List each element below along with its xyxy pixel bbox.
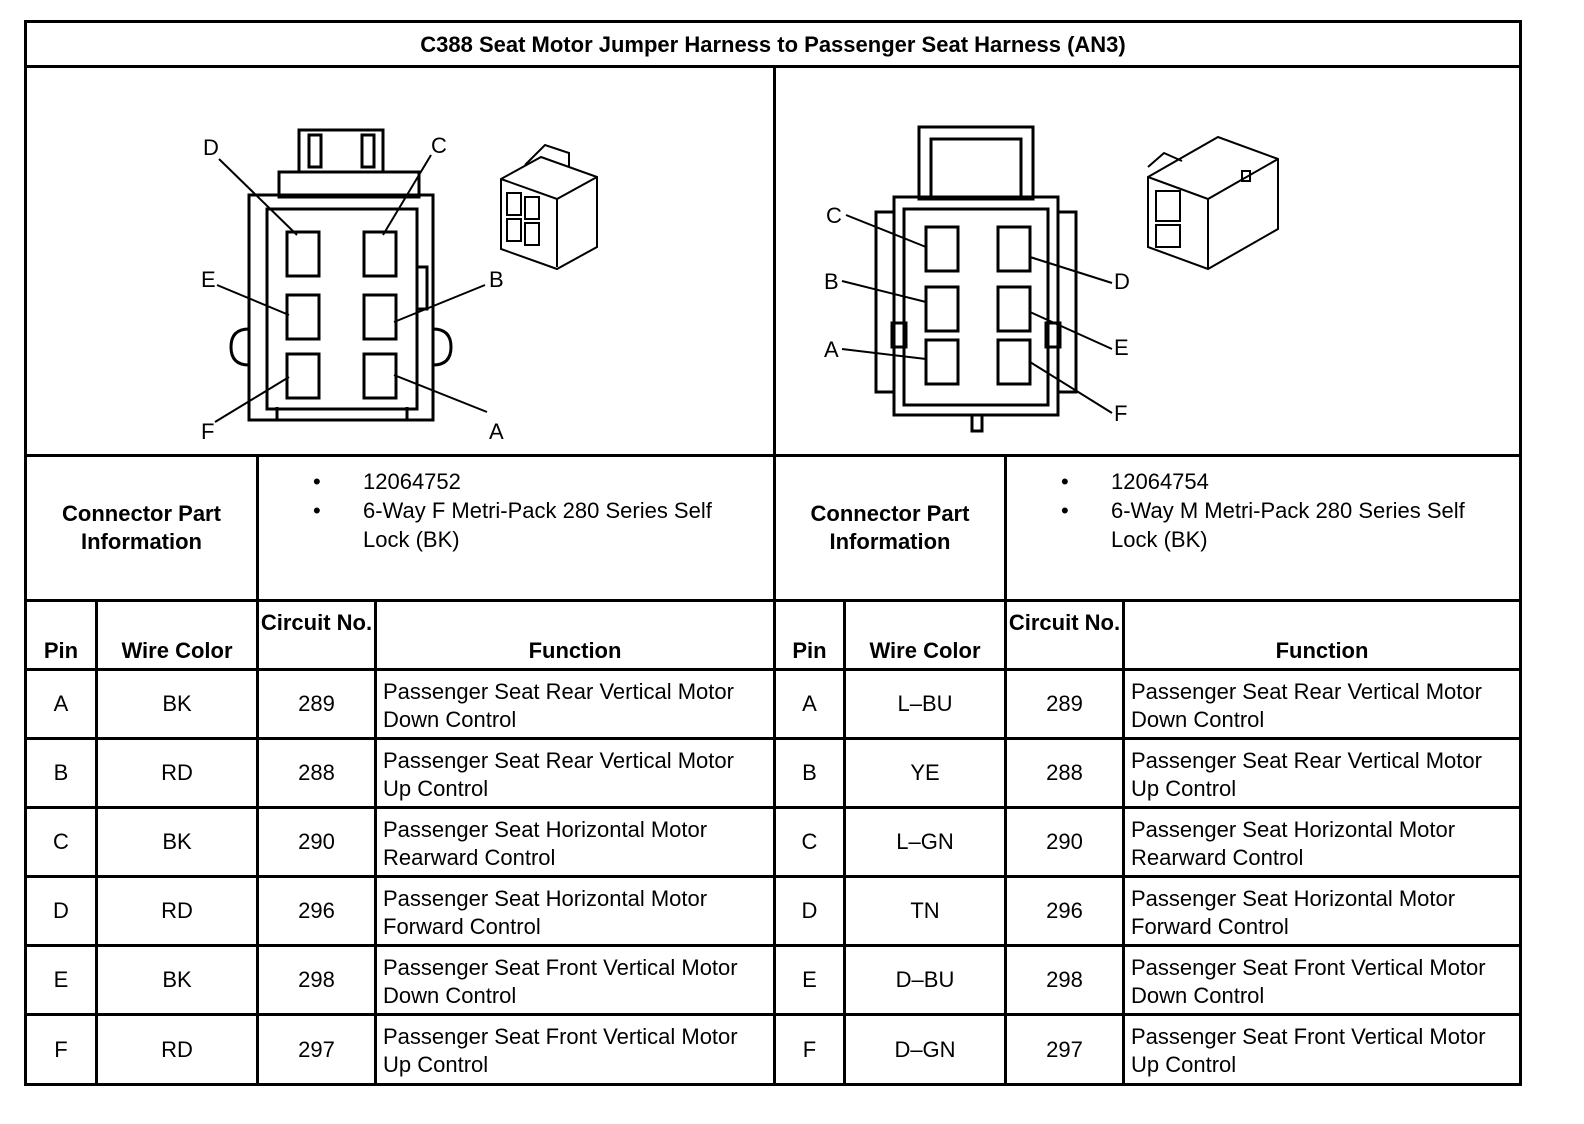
pin-cell: D bbox=[801, 898, 818, 923]
function-cell: Passenger Seat Rear Vertical Motor Down … bbox=[1131, 679, 1482, 732]
circuit-cell: 296 bbox=[298, 898, 335, 923]
circuit-cell: 297 bbox=[1046, 1037, 1083, 1062]
pin-label-d: D bbox=[1114, 269, 1130, 294]
left-cpi-label: Connector Part Information bbox=[62, 501, 221, 554]
circuit-cell: 298 bbox=[1046, 967, 1083, 992]
function-cell: Passenger Seat Front Vertical Motor Up C… bbox=[1131, 1024, 1486, 1077]
pin-cell: E bbox=[802, 967, 817, 992]
right-cpi-item: 6-Way M Metri-Pack 280 Series Self Lock … bbox=[1007, 496, 1517, 554]
col-line bbox=[1004, 600, 1007, 1086]
wire-color-cell: D–BU bbox=[895, 967, 955, 992]
circuit-cell: 288 bbox=[298, 760, 335, 785]
circuit-cell: 288 bbox=[1046, 760, 1083, 785]
left-connector-diagram: D C E B F A bbox=[201, 128, 598, 444]
document-title: C388 Seat Motor Jumper Harness to Passen… bbox=[420, 32, 1126, 57]
pin-cell: A bbox=[802, 691, 817, 716]
title-divider bbox=[27, 65, 1519, 68]
left-cpi-list: 12064752 6-Way F Metri-Pack 280 Series S… bbox=[259, 467, 759, 554]
right-header-pin: Pin bbox=[792, 638, 827, 663]
pin-cell: C bbox=[801, 829, 818, 854]
circuit-cell: 298 bbox=[298, 967, 335, 992]
row-line bbox=[27, 806, 1519, 809]
right-cpi-list: 12064754 6-Way M Metri-Pack 280 Series S… bbox=[1007, 467, 1517, 554]
left-header-function: Function bbox=[528, 638, 622, 663]
right-cpi-item: 12064754 bbox=[1007, 467, 1517, 496]
circuit-cell: 297 bbox=[298, 1037, 335, 1062]
function-cell: Passenger Seat Front Vertical Motor Down… bbox=[1131, 955, 1486, 1008]
wire-color-cell: L–BU bbox=[897, 691, 953, 716]
wire-color-cell: YE bbox=[910, 760, 940, 785]
wire-color-cell: BK bbox=[162, 829, 192, 854]
row-line bbox=[27, 737, 1519, 740]
left-header-circuit: Circuit No. bbox=[260, 610, 373, 635]
col-line bbox=[256, 600, 259, 1086]
connector-document: C388 Seat Motor Jumper Harness to Passen… bbox=[24, 20, 1522, 1086]
pin-label-b: B bbox=[489, 267, 504, 292]
pin-label-a: A bbox=[489, 419, 504, 444]
left-cpi-item: 12064752 bbox=[259, 467, 759, 496]
pin-cell: C bbox=[53, 829, 69, 854]
pin-cell: B bbox=[53, 760, 69, 785]
right-cpi-divider bbox=[1004, 455, 1007, 601]
pin-label-a: A bbox=[824, 337, 839, 362]
function-cell: Passenger Seat Rear Vertical Motor Up Co… bbox=[1131, 748, 1482, 801]
pin-label-e: E bbox=[1114, 335, 1129, 360]
wire-color-cell: BK bbox=[162, 967, 192, 992]
function-cell: Passenger Seat Horizontal Motor Forward … bbox=[383, 886, 708, 939]
circuit-cell: 289 bbox=[1046, 691, 1083, 716]
row-line bbox=[27, 875, 1519, 878]
pin-label-b: B bbox=[824, 269, 839, 294]
col-line bbox=[374, 600, 377, 1086]
function-cell: Passenger Seat Front Vertical Motor Up C… bbox=[383, 1024, 738, 1077]
pin-label-e: E bbox=[201, 267, 216, 292]
pin-cell: E bbox=[53, 967, 69, 992]
pin-cell: A bbox=[53, 691, 69, 716]
left-header-wire: Wire Color bbox=[121, 638, 233, 663]
pin-label-c: C bbox=[826, 203, 842, 228]
wire-color-cell: RD bbox=[161, 898, 193, 923]
col-line bbox=[843, 600, 846, 1086]
right-connector-diagram: C B A D E F bbox=[824, 125, 1279, 433]
wire-color-cell: BK bbox=[162, 691, 192, 716]
pin-cell: F bbox=[54, 1037, 68, 1062]
pin-cell: D bbox=[53, 898, 69, 923]
pin-label-f: F bbox=[1114, 401, 1127, 426]
center-divider bbox=[773, 67, 776, 1086]
table-header-line bbox=[27, 668, 1519, 671]
function-cell: Passenger Seat Rear Vertical Motor Down … bbox=[383, 679, 734, 732]
function-cell: Passenger Seat Horizontal Motor Forward … bbox=[1131, 886, 1456, 939]
right-header-wire: Wire Color bbox=[869, 638, 981, 663]
left-cpi-divider bbox=[256, 455, 259, 601]
col-line bbox=[95, 600, 98, 1086]
diagram-divider bbox=[27, 454, 1519, 457]
wire-color-cell: L–GN bbox=[896, 829, 954, 854]
function-cell: Passenger Seat Horizontal Motor Rearward… bbox=[1131, 817, 1456, 870]
function-cell: Passenger Seat Rear Vertical Motor Up Co… bbox=[383, 748, 734, 801]
col-line bbox=[1122, 600, 1125, 1086]
wire-color-cell: TN bbox=[910, 898, 940, 923]
pin-label-d: D bbox=[203, 135, 219, 160]
circuit-cell: 296 bbox=[1046, 898, 1083, 923]
row-line bbox=[27, 1013, 1519, 1016]
pin-label-f: F bbox=[201, 419, 214, 444]
circuit-cell: 289 bbox=[298, 691, 335, 716]
left-header-pin: Pin bbox=[43, 638, 79, 663]
right-cpi-label: Connector Part Information bbox=[810, 501, 970, 554]
pin-cell: B bbox=[802, 760, 817, 785]
wire-color-cell: RD bbox=[161, 1037, 193, 1062]
wire-color-cell: D–GN bbox=[894, 1037, 956, 1062]
row-line bbox=[27, 944, 1519, 947]
function-cell: Passenger Seat Front Vertical Motor Down… bbox=[383, 955, 738, 1008]
circuit-cell: 290 bbox=[298, 829, 335, 854]
left-cpi-item: 6-Way F Metri-Pack 280 Series Self Lock … bbox=[259, 496, 759, 554]
right-header-circuit: Circuit No. bbox=[1008, 610, 1121, 635]
function-cell: Passenger Seat Horizontal Motor Rearward… bbox=[383, 817, 708, 870]
pin-cell: F bbox=[802, 1037, 817, 1062]
cpi-divider bbox=[27, 599, 1519, 602]
pin-label-c: C bbox=[431, 133, 447, 158]
right-header-function: Function bbox=[1275, 638, 1369, 663]
circuit-cell: 290 bbox=[1046, 829, 1083, 854]
wire-color-cell: RD bbox=[161, 760, 193, 785]
